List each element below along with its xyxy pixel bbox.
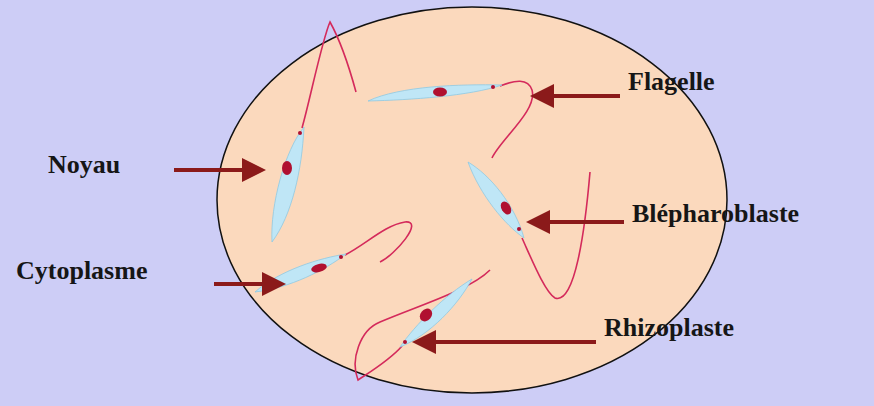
- parasite-bodies: [255, 85, 524, 347]
- part-label: Cytoplasme: [16, 256, 147, 286]
- flagella: [302, 22, 590, 380]
- nuclei: [282, 88, 513, 324]
- part-label: Noyau: [48, 150, 120, 180]
- part-label: Blépharoblaste: [632, 199, 799, 229]
- part-label: Rhizoplaste: [604, 313, 734, 343]
- part-label: Flagelle: [628, 67, 715, 97]
- leader-arrows: [174, 96, 624, 342]
- blepharoblasts: [298, 85, 521, 344]
